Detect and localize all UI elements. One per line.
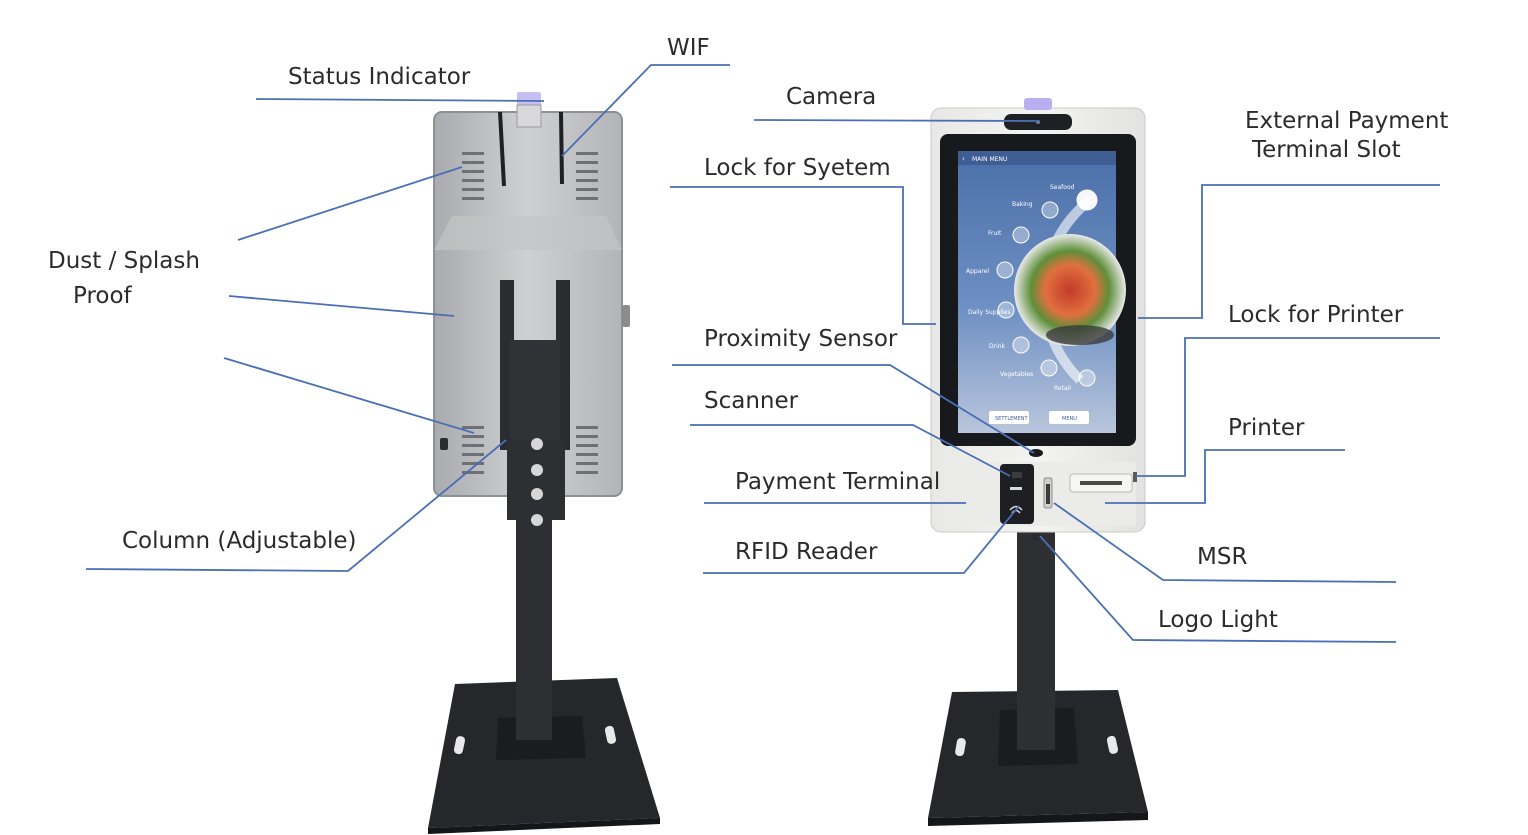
label-dust-splash-2: Proof	[73, 283, 132, 309]
cat-baking[interactable]: Baking	[1012, 201, 1033, 208]
label-msr: MSR	[1197, 544, 1248, 570]
label-scanner: Scanner	[704, 388, 799, 414]
line-ext-payment	[1138, 184, 1440, 319]
proximity-sensor	[1029, 449, 1043, 457]
line-printer	[1105, 449, 1345, 504]
line-wif	[561, 64, 730, 157]
cat-vegetables[interactable]: Vegetables	[1000, 371, 1033, 378]
front-column	[1017, 530, 1055, 750]
cat-daily[interactable]: Daily Supplies	[968, 309, 1010, 316]
line-dust-3	[223, 357, 475, 434]
line-camera	[753, 119, 1039, 122]
menu-button[interactable]	[1049, 411, 1089, 424]
label-dust-splash-1: Dust / Splash	[48, 248, 200, 274]
label-ext-payment-1: External Payment	[1245, 108, 1449, 134]
settlement-button[interactable]	[989, 411, 1029, 424]
svg-text:‹: ‹	[962, 155, 965, 163]
label-payment-terminal: Payment Terminal	[735, 469, 941, 495]
line-dust-2	[228, 295, 455, 317]
cat-drink[interactable]: Drink	[989, 343, 1006, 350]
label-printer: Printer	[1228, 415, 1305, 441]
line-logo-light	[1039, 535, 1397, 643]
label-wif: WIF	[667, 35, 710, 61]
cat-seafood[interactable]: Seafood	[1050, 184, 1075, 191]
label-column: Column (Adjustable)	[122, 528, 357, 554]
line-scanner	[690, 424, 1011, 477]
label-lock-system: Lock for Syetem	[704, 155, 891, 181]
settlement-button-label: SETTLEMENT	[995, 416, 1029, 422]
cat-fruit[interactable]: Fruit	[988, 230, 1002, 237]
label-rfid: RFID Reader	[735, 539, 878, 565]
line-msr	[1053, 502, 1397, 583]
label-logo-light: Logo Light	[1158, 607, 1278, 633]
line-lock-system	[670, 186, 936, 325]
line-lock-printer	[1136, 337, 1440, 477]
status-indicator-light	[517, 92, 541, 106]
line-dust-1	[237, 166, 463, 241]
logo-light	[1032, 533, 1040, 541]
screen-header: MAIN MENU	[972, 156, 1007, 163]
line-column	[85, 439, 507, 572]
label-status-indicator: Status Indicator	[288, 64, 471, 90]
label-camera: Camera	[786, 84, 877, 110]
line-status-indicator	[255, 98, 545, 102]
label-ext-payment-2: Terminal Slot	[1252, 137, 1401, 163]
scanner-payment-module	[1000, 464, 1034, 524]
line-proximity	[672, 364, 1035, 454]
food-plate-image	[1014, 234, 1126, 346]
cat-apparel[interactable]: Apparel	[966, 268, 989, 275]
label-proximity: Proximity Sensor	[704, 326, 898, 352]
camera-light	[1024, 98, 1052, 110]
cat-retail[interactable]: Retail	[1054, 385, 1071, 392]
leader-lines	[85, 64, 1440, 643]
rear-kiosk	[428, 92, 660, 834]
front-kiosk: MAIN MENU ‹ Seafood Baking Fruit Apparel…	[928, 98, 1148, 826]
label-lock-printer: Lock for Printer	[1228, 302, 1404, 328]
menu-button-label: MENU	[1062, 416, 1077, 422]
line-rfid	[703, 505, 1020, 574]
